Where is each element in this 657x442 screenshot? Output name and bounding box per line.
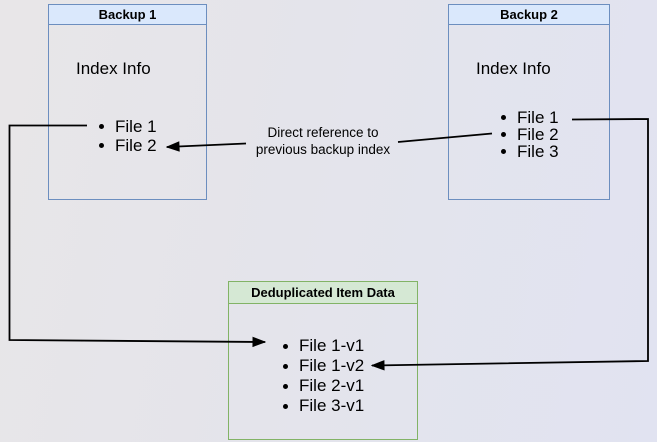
list-item-label: File 3-v1 <box>299 396 365 415</box>
node-backup1: Backup 1 Index Info File 1 File 2 <box>48 4 207 200</box>
list-item-label: File 1-v1 <box>299 336 365 355</box>
bullet-icon <box>283 363 288 369</box>
list-item-label: File 1 <box>115 116 157 136</box>
list-item: File 2 <box>99 136 157 155</box>
bullet-icon <box>501 132 506 137</box>
node-backup1-file-list: File 1 File 2 <box>99 117 157 155</box>
node-backup2-index-info-label: Index Info <box>476 59 551 78</box>
list-item: File 1-v2 <box>283 356 364 376</box>
node-dedup-file-list: File 1-v1 File 1-v2 File 2-v1 File 3-v1 <box>283 336 364 416</box>
node-dedup: Deduplicated Item Data File 1-v1 File 1-… <box>228 281 418 440</box>
list-item: File 1 <box>99 117 157 136</box>
edge-reference-label-line2: previous backup index <box>255 142 391 157</box>
bullet-icon <box>283 343 288 349</box>
list-item: File 2 <box>501 125 559 144</box>
list-item: File 3 <box>501 141 559 161</box>
node-dedup-title: Deduplicated Item Data <box>229 282 417 304</box>
list-item: File 1 <box>501 108 559 127</box>
edge-reference-label-line1: Direct reference to <box>267 125 379 140</box>
edge-reference-label: Direct reference to previous backup inde… <box>243 124 403 158</box>
node-backup1-title: Backup 1 <box>49 5 206 25</box>
list-item: File 1-v1 <box>283 336 364 356</box>
list-item-label: File 3 <box>517 141 559 161</box>
bullet-icon <box>501 149 506 154</box>
bullet-icon <box>283 403 288 409</box>
bullet-icon <box>99 124 104 129</box>
bullet-icon <box>283 383 288 389</box>
list-item: File 2-v1 <box>283 376 364 396</box>
list-item-label: File 1-v2 <box>299 356 365 375</box>
node-backup2: Backup 2 Index Info File 1 File 2 File 3 <box>448 4 610 200</box>
list-item-label: File 2-v1 <box>299 376 365 395</box>
node-backup1-index-info-label: Index Info <box>76 59 151 78</box>
list-item: File 3-v1 <box>283 396 364 416</box>
bullet-icon <box>99 143 104 148</box>
node-backup2-file-list: File 1 File 2 File 3 <box>501 108 559 161</box>
bullet-icon <box>501 115 506 120</box>
list-item-label: File 2 <box>115 135 157 155</box>
node-backup2-title: Backup 2 <box>449 5 609 25</box>
